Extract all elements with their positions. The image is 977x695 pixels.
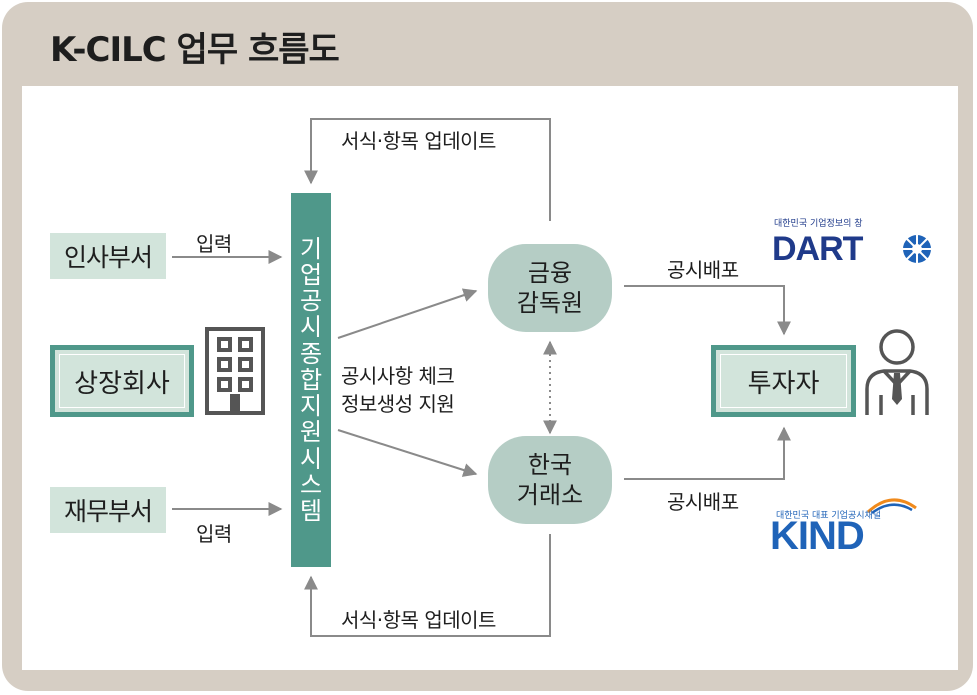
edge-label-check-line2: 정보생성 지원 bbox=[341, 392, 455, 416]
system-char: 공 bbox=[299, 287, 323, 316]
kind-name: KIND bbox=[770, 514, 865, 558]
edge-label-update-bottom: 서식·항목 업데이트 bbox=[341, 608, 496, 632]
kind-swoosh-icon bbox=[866, 498, 917, 514]
node-fss-line2: 감독원 bbox=[516, 289, 584, 317]
arrow-fss-to-investor bbox=[624, 285, 791, 336]
arrow-krx-update-to-system bbox=[304, 534, 551, 637]
system-char: 지 bbox=[299, 392, 323, 421]
investor-person-icon bbox=[865, 329, 929, 415]
edge-label-check-line1: 공시사항 체크 bbox=[341, 364, 455, 388]
node-investor-label: 투자자 bbox=[720, 354, 847, 408]
node-krx-line2: 거래소 bbox=[516, 481, 584, 509]
node-fss-line1: 금융 bbox=[527, 259, 573, 287]
edge-label-input-top: 입력 bbox=[196, 232, 232, 256]
dart-tagline: 대한민국 기업정보의 창 bbox=[774, 219, 863, 229]
system-char: 원 bbox=[299, 418, 323, 447]
node-listed-company: 상장회사 bbox=[50, 345, 194, 417]
system-char: 템 bbox=[299, 496, 323, 525]
edge-label-input-bottom: 입력 bbox=[196, 522, 232, 546]
system-char: 스 bbox=[299, 470, 323, 499]
node-krx-line1: 한국 bbox=[527, 451, 573, 479]
node-krx: 한국 거래소 bbox=[488, 436, 612, 524]
node-fss: 금융 감독원 bbox=[488, 244, 612, 332]
node-disclosure-system: 기 업 공 시 종 합 지 원 시 스 템 bbox=[291, 193, 331, 567]
system-char: 종 bbox=[299, 339, 323, 368]
kind-tagline: 대한민국 대표 기업공시채널 bbox=[776, 511, 882, 521]
building-icon bbox=[205, 327, 265, 415]
arrow-krx-to-investor bbox=[624, 426, 791, 480]
system-char: 시 bbox=[299, 313, 323, 342]
kind-logo: 대한민국 대표 기업공시채널 KIND bbox=[770, 494, 920, 558]
dart-emblem-icon bbox=[903, 235, 931, 263]
arrow-fss-update-to-system bbox=[304, 118, 551, 221]
system-char: 시 bbox=[299, 444, 323, 473]
node-finance-dept: 재무부서 bbox=[50, 487, 166, 533]
arrow-system-to-krx bbox=[337, 429, 478, 477]
system-char: 합 bbox=[299, 365, 323, 394]
edge-label-distribute-bottom: 공시배포 bbox=[667, 490, 739, 514]
edge-label-update-top: 서식·항목 업데이트 bbox=[341, 129, 496, 153]
dart-name: DART bbox=[772, 230, 863, 268]
system-char: 업 bbox=[299, 261, 323, 290]
diagram-title: K-CILC 업무 흐름도 bbox=[50, 30, 340, 70]
node-hr-dept: 인사부서 bbox=[50, 233, 166, 279]
edge-label-distribute-top: 공시배포 bbox=[667, 258, 739, 282]
node-listed-company-label: 상장회사 bbox=[59, 354, 185, 408]
node-investor: 투자자 bbox=[711, 345, 856, 417]
system-char: 기 bbox=[299, 234, 323, 263]
dart-logo: 대한민국 기업정보의 창 DART bbox=[772, 216, 934, 272]
arrow-system-to-fss bbox=[337, 288, 478, 339]
